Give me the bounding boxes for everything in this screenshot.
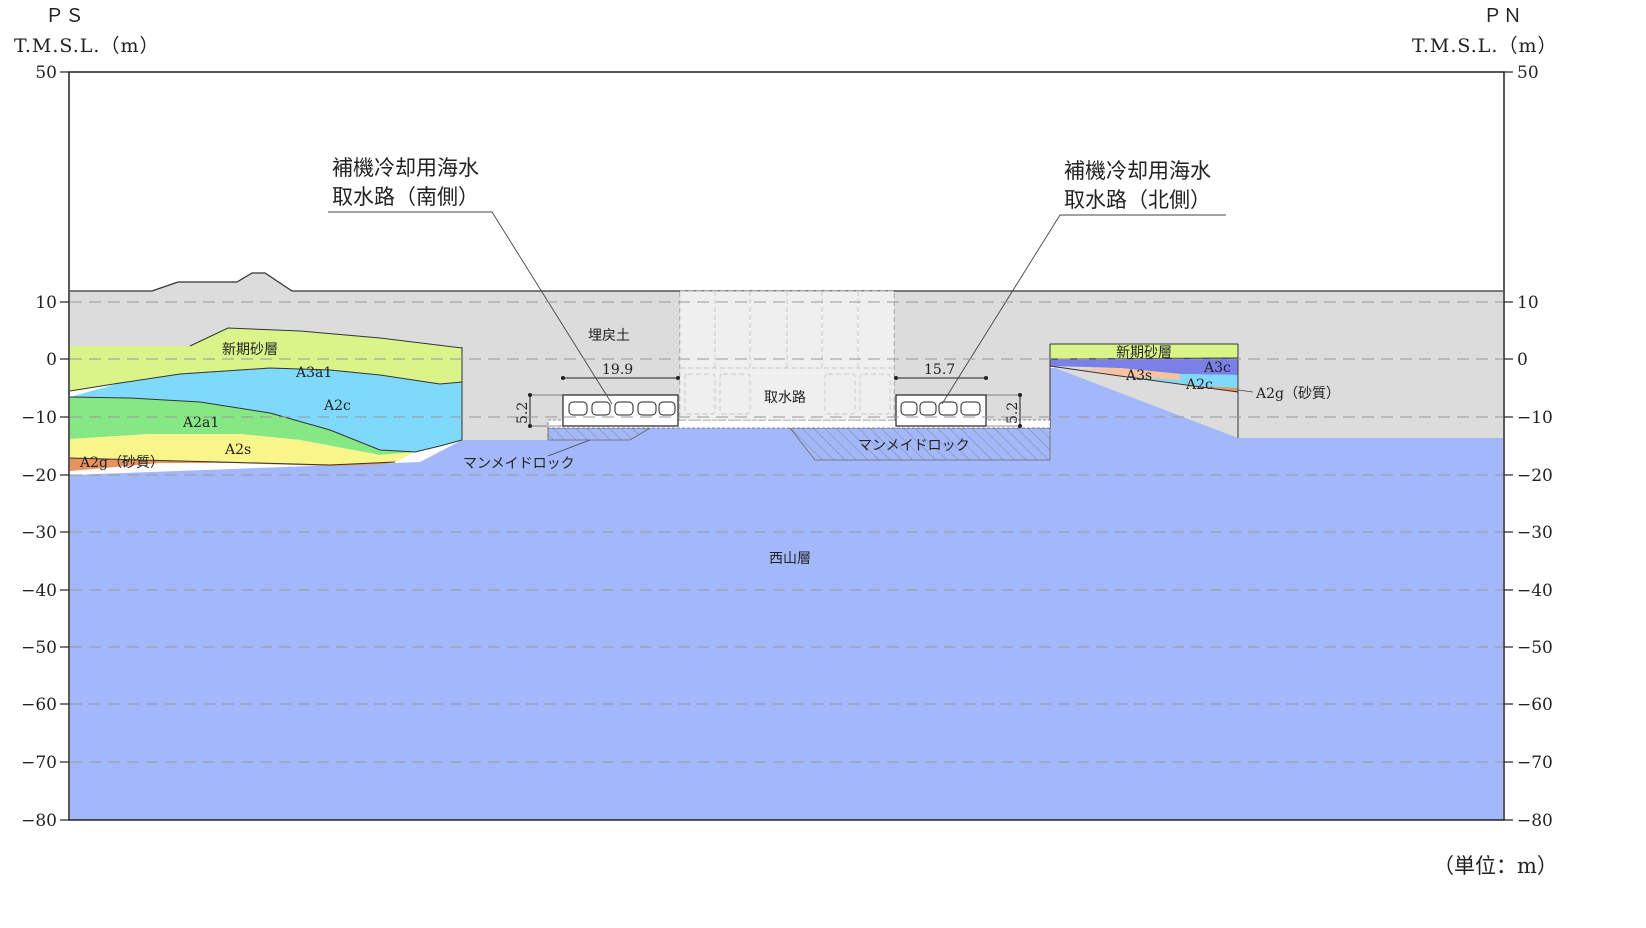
north-width-dimension: 15.7	[924, 362, 955, 378]
label-a2c: A2c	[323, 398, 351, 414]
right-axis-ticks	[1504, 71, 1513, 821]
right-side-label: ＰＮ	[1483, 5, 1523, 27]
tick-label: −80	[1517, 811, 1553, 831]
north-callout-line2: 取水路（北側）	[1064, 188, 1211, 212]
nishiyama-layer	[70, 368, 1503, 820]
label-umemodoshi: 埋戻土	[588, 328, 630, 344]
label-nishiyama: 西山層	[769, 551, 811, 567]
north-callout-line1: 補機冷却用海水	[1064, 159, 1211, 183]
shinki-sand-right	[1050, 344, 1238, 359]
a2c-left	[70, 368, 462, 452]
tick-label: −50	[21, 638, 57, 658]
south-height-dimension: 5.2	[515, 402, 531, 424]
tick-label: −80	[21, 811, 57, 831]
south-callout-line2: 取水路（南側）	[332, 185, 479, 209]
label-a2g-right: A2g（砂質）	[1255, 386, 1340, 402]
elevation-gridlines	[70, 301, 1503, 763]
a2c-right	[1130, 374, 1238, 388]
label-a3s: A3s	[1125, 368, 1152, 384]
tick-label: −70	[21, 753, 57, 773]
tick-label: −30	[21, 523, 57, 543]
label-a3a1: A3a1	[295, 365, 332, 381]
north-callout-leader	[941, 214, 1226, 405]
south-width-dimension: 19.9	[602, 362, 633, 378]
a2g-right	[1180, 380, 1238, 392]
boundary-line	[69, 396, 463, 453]
a2g-left	[70, 458, 395, 471]
boundary-line	[189, 327, 463, 349]
tick-label: −70	[1517, 753, 1553, 773]
a3c-right	[1050, 358, 1238, 375]
left-side-label: ＰＳ	[45, 5, 85, 27]
boundary-line	[69, 457, 396, 466]
north-aux-intake	[894, 376, 1022, 428]
unit-note: （単位：m）	[1433, 854, 1558, 878]
frame-border	[68, 71, 1505, 821]
label-a2g-left: A2g（砂質）	[79, 455, 164, 471]
right-axis-title: T.M.S.L.（m）	[1412, 35, 1557, 57]
tick-label: 0	[1517, 350, 1528, 370]
label-manmade-left: マンメイドロック	[463, 456, 575, 472]
tick-label: −20	[1517, 466, 1553, 486]
a2a1-left	[70, 397, 415, 455]
label-intake: 取水路	[764, 390, 806, 406]
label-manmade-right: マンメイドロック	[858, 438, 970, 454]
tick-label: −20	[21, 466, 57, 486]
tick-label: −50	[1517, 638, 1553, 658]
a3s-right	[1080, 368, 1180, 380]
left-tick-labels: 50 10 0 −10 −20 −30 −40 −50 −60 −70 −80	[21, 63, 57, 831]
left-axis-title: T.M.S.L.（m）	[14, 35, 159, 57]
ground-surface-line	[70, 272, 1503, 292]
a2s-left	[70, 434, 415, 465]
label-a2c-right: A2c	[1185, 377, 1213, 393]
tick-label: −40	[21, 581, 57, 601]
boundary-line	[69, 367, 463, 392]
tick-label: −40	[1517, 581, 1553, 601]
a2g-right-leader	[1237, 389, 1254, 393]
tick-label: −60	[21, 695, 57, 715]
label-a2s: A2s	[224, 442, 251, 458]
left-axis-ticks	[60, 71, 69, 821]
tick-label: 0	[46, 350, 57, 370]
label-a2a1: A2a1	[182, 415, 219, 431]
tick-label: −60	[1517, 695, 1553, 715]
tick-label: −10	[21, 408, 57, 428]
south-callout-leader	[328, 211, 613, 405]
manmade-left-leader	[547, 439, 591, 457]
north-height-dimension: 5.2	[1005, 402, 1021, 424]
tick-label: −30	[1517, 523, 1553, 543]
tick-label: 50	[1517, 63, 1539, 83]
south-callout-line1: 補機冷却用海水	[332, 156, 479, 180]
south-aux-intake	[528, 376, 680, 428]
tick-label: 10	[35, 293, 57, 313]
intake-fill	[680, 291, 894, 420]
tick-label: 10	[1517, 293, 1539, 313]
tick-label: 50	[35, 63, 57, 83]
label-shinki-sand: 新期砂層	[222, 342, 278, 358]
label-shinki-sand-right: 新期砂層	[1116, 345, 1172, 361]
label-a3c: A3c	[1203, 360, 1231, 376]
boundary-line	[1049, 365, 1239, 393]
tick-label: −10	[1517, 408, 1553, 428]
right-tick-labels: 50 10 0 −10 −20 −30 −40 −50 −60 −70 −80	[1517, 63, 1553, 831]
